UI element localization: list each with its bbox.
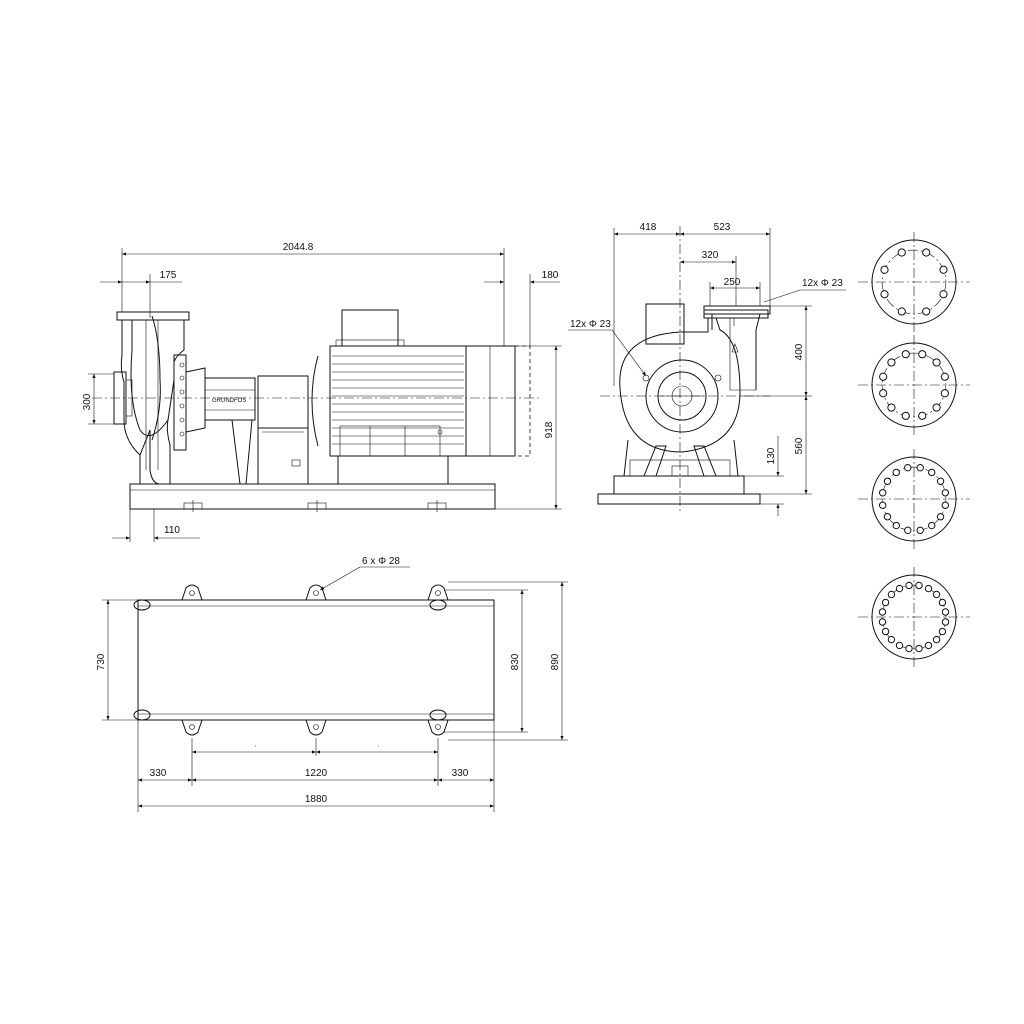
bolt-hole	[897, 248, 906, 257]
note-holes-right: 12x Φ 23	[802, 278, 843, 289]
dim-bolt-spacing: 1220	[305, 768, 328, 779]
dim-left-width: 418	[640, 222, 657, 233]
bolt-hole	[901, 411, 910, 420]
bolt-hole	[918, 411, 927, 420]
dim-right-width: 523	[714, 222, 731, 233]
bolt-hole	[879, 389, 888, 398]
dim-upper-height: 400	[794, 343, 805, 360]
bolt-hole	[915, 644, 923, 653]
dim-port-diameter: 300	[82, 393, 93, 410]
bolt-hole	[936, 513, 945, 521]
bolt-hole	[924, 641, 933, 650]
bolt-hole	[904, 463, 912, 472]
bolt-hole	[887, 403, 896, 412]
dim-overall-length: 2044.8	[283, 242, 314, 253]
bolt-hole	[881, 627, 890, 636]
bolt-hole	[928, 468, 936, 477]
bolt-hole	[922, 307, 931, 316]
bolt-hole	[922, 248, 931, 257]
side-view-dimensions: 2044.8 175 180 300 918 110	[82, 242, 562, 542]
flange-pattern	[858, 449, 970, 549]
dim-total-height: 918	[544, 421, 555, 438]
bolt-hole	[932, 635, 941, 644]
front-view	[597, 226, 771, 512]
bolt-hole	[905, 581, 913, 590]
dim-outlet-flange: 250	[724, 277, 741, 288]
bolt-hole	[932, 403, 941, 412]
dim-left-margin: 330	[150, 768, 167, 779]
mounting-lug	[133, 584, 449, 736]
bolt-hole	[881, 598, 890, 607]
bolt-hole	[897, 307, 906, 316]
bolt-hole	[940, 372, 949, 381]
bolt-hole	[939, 265, 948, 274]
dim-inner-width: 730	[96, 653, 107, 670]
side-view: GRUNDFOS	[92, 309, 540, 512]
flange-pattern	[858, 232, 970, 332]
dim-axis-height: 560	[794, 437, 805, 454]
bolt-hole	[879, 372, 888, 381]
bolt-hole	[938, 598, 947, 607]
dim-base-offset: 110	[164, 525, 180, 536]
dim-outer-width: 890	[550, 653, 561, 670]
base-foot-slot	[183, 500, 447, 512]
bolt-hole	[892, 468, 900, 477]
bolt-hole	[878, 608, 887, 616]
bolt-hole	[915, 581, 923, 590]
bolt-hole	[905, 644, 913, 653]
plan-view-dimensions: 6 x Φ 28 730 830 890 330 1220 330 18	[96, 556, 568, 812]
bolt-hole	[904, 526, 912, 535]
bolt-hole	[883, 477, 892, 485]
bolt-hole	[887, 590, 896, 599]
bolt-hole	[887, 635, 896, 644]
bolt-hole	[940, 389, 949, 398]
bolt-hole	[878, 489, 887, 497]
bolt-hole	[883, 513, 892, 521]
bolt-hole	[887, 358, 896, 367]
bolt-hole	[895, 584, 904, 593]
flange-patterns	[858, 232, 970, 667]
dim-outlet-offset: 320	[702, 250, 719, 261]
bolt-hole	[941, 501, 950, 509]
motor-cooling-fins	[332, 355, 464, 445]
bolt-hole	[892, 521, 900, 530]
dim-base-height: 130	[766, 447, 777, 464]
bolt-hole	[932, 590, 941, 599]
flange-pattern	[858, 335, 970, 435]
bolt-hole	[916, 526, 924, 535]
flange-bolt	[179, 362, 185, 437]
dim-suction-offset: 175	[160, 270, 177, 281]
front-view-dimensions: 418 523 320 250 12x Φ 23 12x Φ 23 400 56…	[568, 222, 846, 516]
dim-right-margin: 330	[452, 768, 469, 779]
note-plan-holes: 6 x Φ 28	[362, 556, 400, 567]
bolt-hole	[939, 290, 948, 299]
flange-pattern	[858, 567, 970, 667]
svg-text:GRUNDFOS: GRUNDFOS	[212, 398, 246, 404]
dim-total-length: 1880	[305, 794, 328, 805]
bolt-hole	[916, 463, 924, 472]
bolt-hole	[928, 521, 936, 530]
bolt-hole	[878, 501, 887, 509]
bolt-hole	[936, 477, 945, 485]
dim-mid-width: 830	[510, 653, 521, 670]
bolt-hole	[895, 641, 904, 650]
bolt-hole	[880, 290, 889, 299]
bolt-hole	[932, 358, 941, 367]
bolt-hole	[918, 350, 927, 359]
bolt-hole	[941, 618, 950, 626]
bolt-hole	[878, 618, 887, 626]
bolt-hole	[941, 608, 950, 616]
bolt-hole	[938, 627, 947, 636]
plan-view	[133, 584, 495, 747]
bolt-hole	[880, 265, 889, 274]
bolt-hole	[924, 584, 933, 593]
bolt-hole	[901, 350, 910, 359]
note-holes-left: 12x Φ 23	[570, 319, 611, 330]
dim-motor-overhang: 180	[542, 270, 559, 281]
bolt-hole	[941, 489, 950, 497]
